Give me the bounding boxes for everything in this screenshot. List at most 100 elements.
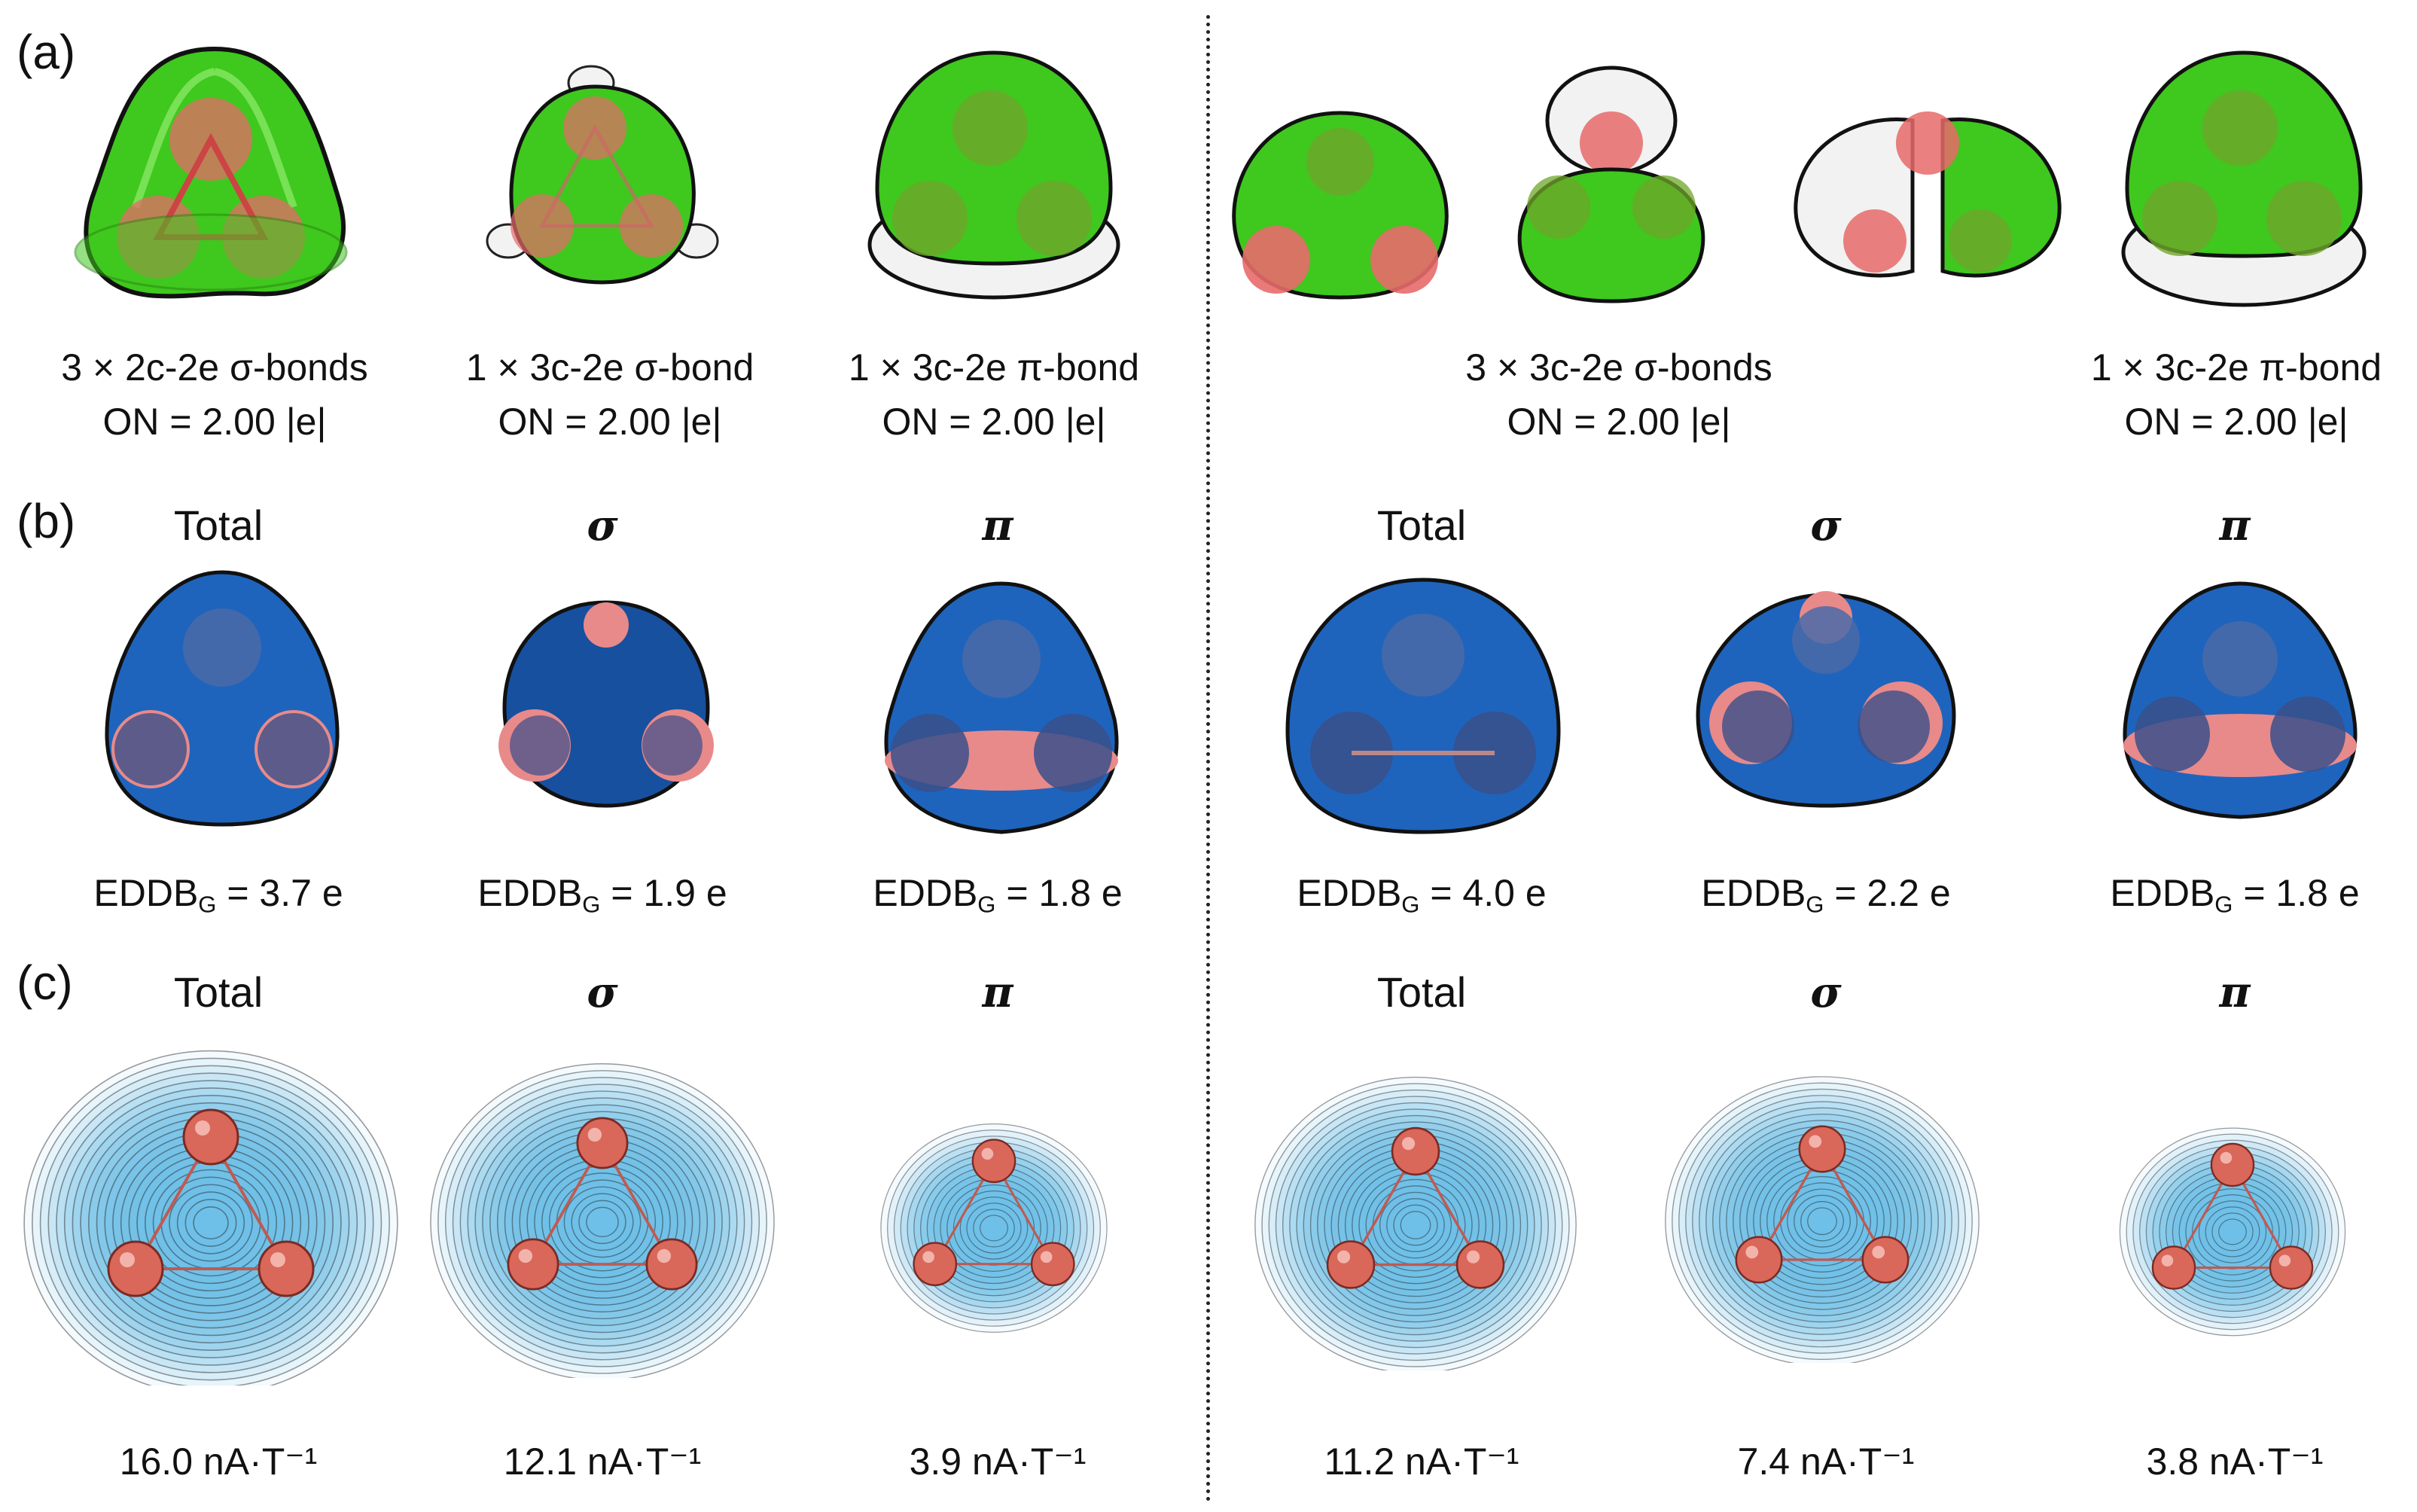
atom-highlight [1745,1245,1759,1259]
caption-a4-line2: ON = 2.00 |e| [1507,401,1731,443]
caption-a4: 3 × 3c-2e σ-bonds ON = 2.00 |e| [1465,340,1772,449]
current-contour [2218,1218,2247,1245]
caption-a5-line2: ON = 2.00 |e| [2124,401,2348,443]
b-header-5: σ [1810,501,1842,550]
eddb-total-right [1285,578,1561,834]
atom-sphere [258,1240,315,1297]
eddb-label: EDDB [2110,872,2215,914]
current-map-total-right [1254,1076,1577,1370]
current-contour [1807,1207,1837,1236]
atom-sphere [107,1240,164,1297]
eddb-value: = 1.8 e [2243,872,2360,914]
atom-sphere [1455,1240,1505,1289]
atom-highlight [657,1248,672,1264]
c-header-1: Total [173,968,264,1016]
atom-sphere [1391,1126,1440,1176]
orbital-3c2e-sigma-2 [1517,66,1705,303]
atom-highlight [981,1148,994,1160]
caption-a3: 1 × 3c-2e π-bond ON = 2.00 |e| [849,340,1139,449]
current-map-sigma-left [430,1063,775,1378]
eddb-subscript: G [1806,891,1824,918]
eddb-subscript: G [2214,891,2233,918]
b-header-2: σ [587,501,618,550]
c-header-6: π [2219,968,2251,1017]
current-caption-6: 3.8 nA·T⁻¹ [2146,1440,2324,1483]
ring-bonds [530,1140,675,1266]
c-header-5: σ [1810,968,1842,1017]
atom-sphere [1735,1236,1783,1284]
panel-label-a: (a) [17,25,76,79]
caption-a2-line2: ON = 2.00 |e| [498,401,722,443]
panel-label-b: (b) [17,494,76,548]
current-map-pi-left [880,1123,1108,1333]
eddb-value: = 1.9 e [611,872,727,914]
atom-highlight [2278,1254,2291,1267]
atom-sphere [645,1238,698,1291]
b-header-1: Total [173,501,264,549]
caption-a1-line1: 3 × 2c-2e σ-bonds [61,346,368,389]
c-header-3: π [982,968,1013,1017]
atom-highlight [1337,1250,1351,1264]
current-contour [586,1206,619,1238]
caption-a3-line1: 1 × 3c-2e π-bond [848,346,1140,389]
current-contour [193,1206,229,1239]
eddb-subscript: G [582,891,601,918]
c-header-2: σ [587,968,618,1017]
current-caption-5: 7.4 nA·T⁻¹ [1737,1440,1915,1483]
eddb-sigma-left [498,600,714,808]
eddb-label: EDDB [1701,872,1806,914]
eddb-subscript: G [977,891,996,918]
atom-highlight [922,1251,934,1264]
atom-sphere [913,1242,958,1287]
ring-bonds [2172,1162,2294,1270]
current-contour [1400,1211,1431,1239]
eddb-caption-1: EDDBG = 3.7 e [93,866,343,932]
b-header-6: π [2219,501,2251,550]
eddb-subscript: G [1401,891,1420,918]
atom-highlight [1466,1250,1480,1264]
current-map-total-left [23,1050,398,1385]
caption-a3-line2: ON = 2.00 |e| [882,401,1106,443]
eddb-pi-right [2123,581,2358,819]
atom-sphere [2210,1142,2255,1187]
orbital-3c2e-sigma [486,65,719,285]
atom-sphere [576,1117,629,1169]
eddb-caption-4: EDDBG = 4.0 e [1297,866,1546,932]
atom-highlight [2220,1151,2233,1164]
orbital-3c2e-pi [867,50,1120,300]
panel-label-c: (c) [17,956,73,1010]
current-map-pi-right [2119,1127,2346,1337]
atom-sphere [182,1108,239,1166]
eddb-caption-2: EDDBG = 1.9 e [477,866,727,932]
eddb-caption-6: EDDBG = 1.8 e [2110,866,2359,932]
eddb-label: EDDB [1297,872,1402,914]
current-contour [980,1215,1008,1242]
b-header-3: π [982,501,1013,550]
eddb-total-left [105,570,340,827]
atom-sphere [1030,1242,1075,1287]
current-caption-1: 16.0 nA·T⁻¹ [119,1440,318,1483]
eddb-label: EDDB [873,872,978,914]
caption-a2: 1 × 3c-2e σ-bond ON = 2.00 |e| [466,340,754,449]
orbital-3c2e-sigma-1 [1232,111,1449,300]
atom-sphere [2151,1245,2196,1290]
eddb-subscript: G [198,891,217,918]
atom-sphere [507,1238,559,1291]
current-caption-4: 11.2 nA·T⁻¹ [1324,1440,1519,1483]
atom-highlight [518,1248,533,1264]
caption-a1-line2: ON = 2.00 |e| [102,401,327,443]
caption-a2-line1: 1 × 3c-2e σ-bond [465,346,754,389]
orbital-3c2e-pi-right [2121,50,2367,307]
orbital-2c2e-sigma [74,46,348,299]
atom-highlight [1040,1251,1053,1264]
orbital-3c2e-sigma-3 [1794,111,2062,278]
b-header-4: Total [1376,501,1467,549]
eddb-label: EDDB [477,872,583,914]
atom-sphere [971,1139,1016,1184]
atom-highlight [270,1252,285,1267]
caption-a1: 3 × 2c-2e σ-bonds ON = 2.00 |e| [61,340,368,449]
current-map-sigma-right [1665,1076,1980,1363]
c-header-4: Total [1376,968,1467,1016]
ring-bonds [133,1133,289,1270]
atom-sphere [1798,1125,1846,1173]
